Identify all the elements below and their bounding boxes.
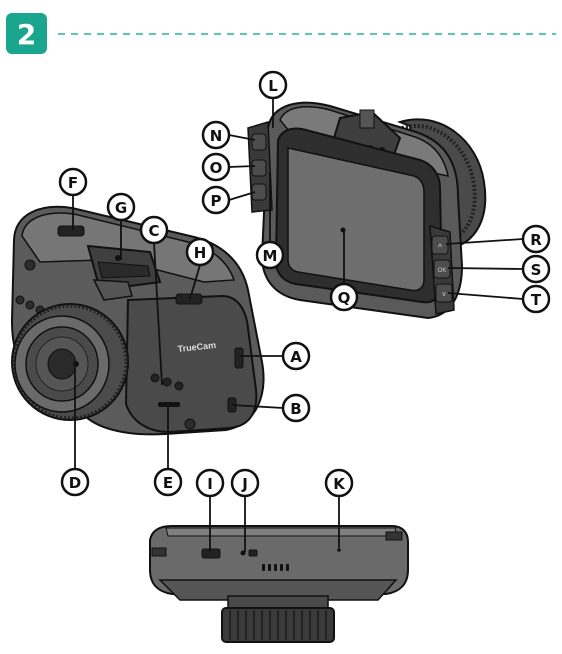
svg-text:M: M <box>263 247 278 265</box>
svg-text:Q: Q <box>338 289 351 307</box>
svg-text:A: A <box>290 348 302 366</box>
callout-a: A <box>281 341 311 371</box>
usb-port <box>201 548 221 559</box>
mini-slot <box>248 549 258 557</box>
callout-i: I <box>195 468 225 498</box>
section-header: 2 <box>6 13 556 54</box>
svg-text:O: O <box>210 159 223 177</box>
callout-j: J <box>230 468 260 498</box>
front-side-vents <box>15 259 196 430</box>
callout-n: N <box>201 120 231 150</box>
leader-lines <box>72 98 524 552</box>
svg-text:T: T <box>531 291 542 309</box>
speaker-grille <box>262 564 289 571</box>
callout-g: G <box>106 192 136 222</box>
led-cluster <box>150 373 184 391</box>
svg-text:D: D <box>69 474 81 492</box>
callout-q: Q <box>329 282 359 312</box>
svg-text:K: K <box>333 475 346 493</box>
display-screen <box>287 147 425 292</box>
svg-text:S: S <box>531 261 542 279</box>
svg-text:F: F <box>68 174 78 192</box>
camera-bottom-view <box>149 525 409 643</box>
camera-front-view: TrueCam <box>10 205 265 436</box>
svg-text:G: G <box>115 199 127 217</box>
callout-e: E <box>153 467 183 497</box>
svg-text:H: H <box>194 244 207 262</box>
callout-d: D <box>60 467 90 497</box>
side-connector-a <box>234 347 244 369</box>
front-top-button-h <box>175 293 203 305</box>
callout-k: K <box>324 468 354 498</box>
svg-text:P: P <box>211 192 222 210</box>
section-number: 2 <box>17 18 36 51</box>
callout-c: C <box>139 215 169 245</box>
callout-s: S <box>521 254 551 284</box>
camera-rear-view: ^ OK v <box>247 101 487 320</box>
callout-l: L <box>258 70 288 100</box>
rear-right-buttons: ^ OK v <box>429 224 455 315</box>
callout-t: T <box>521 284 551 314</box>
callout-o: O <box>201 152 231 182</box>
svg-text:C: C <box>148 222 159 240</box>
rear-left-buttons <box>247 121 273 213</box>
mic-slot <box>158 402 180 407</box>
mount-bracket <box>86 244 162 301</box>
ok-button-glyph: OK <box>438 268 447 274</box>
callout-b: B <box>281 393 311 423</box>
svg-text:I: I <box>207 475 213 493</box>
callout-r: R <box>521 224 551 254</box>
brand-logo: TrueCam <box>177 340 216 354</box>
svg-text:L: L <box>268 77 278 95</box>
front-top-button-f <box>57 225 85 237</box>
svg-text:E: E <box>163 474 173 492</box>
svg-text:B: B <box>290 400 301 418</box>
svg-text:J: J <box>241 475 248 493</box>
callout-p: P <box>201 185 231 215</box>
callout-f: F <box>58 167 88 197</box>
bottom-body-shell <box>149 525 409 595</box>
callout-m: M <box>255 240 285 270</box>
lens-assembly <box>11 303 129 421</box>
down-button-glyph: v <box>442 291 446 298</box>
svg-text:N: N <box>210 127 223 145</box>
callout-h: H <box>185 237 215 267</box>
up-button-glyph: ^ <box>438 242 443 252</box>
section-badge <box>6 13 47 54</box>
svg-text:R: R <box>530 231 542 249</box>
